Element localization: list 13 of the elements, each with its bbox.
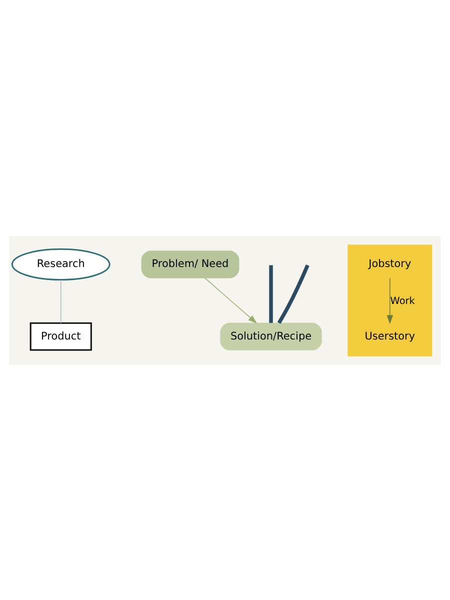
- connector: [269, 264, 273, 322]
- cluster: [348, 244, 432, 356]
- edge-label: Work: [390, 295, 415, 306]
- arrow: [386, 277, 394, 324]
- node-text: Jobstory: [368, 258, 412, 270]
- node-box: Problem/ Need: [141, 250, 240, 278]
- arrow: [204, 277, 258, 324]
- node-box: Product: [30, 322, 92, 350]
- node-text: Userstory: [364, 330, 416, 342]
- node-box: Solution/Recipe: [220, 322, 322, 350]
- connector: [277, 264, 310, 324]
- connector: [60, 278, 62, 323]
- node-ellipse: Research: [11, 248, 110, 280]
